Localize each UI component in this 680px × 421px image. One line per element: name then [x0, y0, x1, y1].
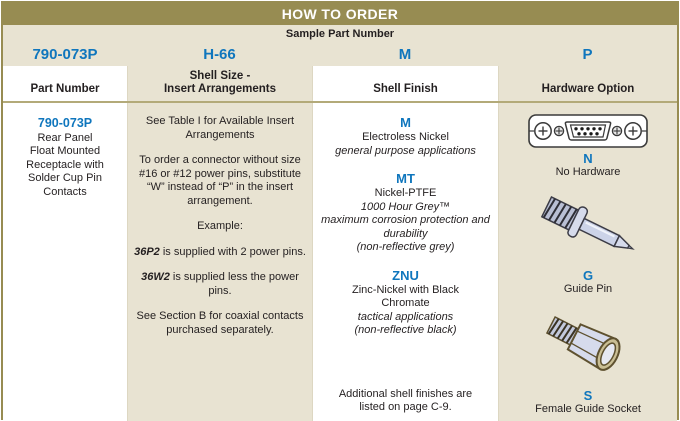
finish-znu-name: Zinc-Nickel with Black Chromate — [352, 283, 459, 310]
hardware-n-label: No Hardware — [555, 166, 621, 178]
sample-part-number-band: Sample Part Number 790-073P H-66 M P — [3, 25, 677, 66]
finish-option-mt: MT Nickel-PTFE 1000 Hour Grey™ maximum c… — [318, 171, 493, 255]
part-number-column: 790-073P Rear Panel Float Mounted Recept… — [3, 103, 127, 421]
hardware-g-code: G — [582, 267, 594, 283]
header-hardware-option: Hardware Option — [498, 66, 677, 101]
finish-m-note: general purpose applications — [335, 144, 476, 157]
example-36w2: 36W2 is supplied less the power pins. — [133, 271, 307, 298]
coaxial-contacts-note: See Section B for coaxial contacts purch… — [136, 310, 304, 336]
part-number-code: 790-073P — [37, 116, 93, 130]
example-36p2-code: 36P2 — [134, 245, 160, 258]
power-pins-note: To order a connector without size #16 or… — [138, 154, 302, 207]
header-part-number: Part Number — [3, 66, 127, 101]
hardware-s-label: Female Guide Socket — [535, 403, 641, 415]
finish-znu-code: ZNU — [392, 267, 419, 283]
example-36w2-text: is supplied less the power pins. — [169, 271, 299, 297]
example-36p2-text: is supplied with 2 power pins. — [159, 245, 306, 258]
dsub-connector-face-icon — [504, 113, 672, 149]
hardware-n-code: N — [583, 151, 593, 166]
sample-value-shell-finish: M — [398, 45, 412, 63]
finish-mt-name: Nickel-PTFE — [374, 187, 437, 199]
finish-mt-code: MT — [396, 171, 415, 186]
hardware-option-n: N No Hardware — [504, 113, 672, 180]
sample-part-number-values: 790-073P H-66 M P — [3, 42, 677, 66]
guide-pin-icon — [504, 188, 672, 266]
example-36w2-code: 36W2 — [141, 271, 170, 283]
sample-value-hardware: P — [582, 45, 593, 63]
finish-m-name: Electroless Nickel — [362, 131, 449, 143]
hardware-option-s: S Female Guide Socket — [504, 304, 672, 417]
example-36p2: 36P2 is supplied with 2 power pins. — [133, 246, 307, 260]
sample-part-number-label: Sample Part Number — [285, 28, 395, 40]
finish-option-m: M Electroless Nickel general purpose app… — [318, 115, 493, 158]
header-shell-finish: Shell Finish — [312, 66, 498, 101]
table-body: 790-073P Rear Panel Float Mounted Recept… — [3, 103, 677, 421]
additional-finishes-note: Additional shell finishes are listed on … — [338, 387, 473, 414]
finish-mt-note: 1000 Hour Grey™ maximum corrosion protec… — [321, 200, 490, 254]
sample-value-shell-size: H-66 — [203, 45, 236, 63]
shell-finish-column: M Electroless Nickel general purpose app… — [312, 103, 498, 421]
insert-arrangements-note: See Table I for Available Insert Arrange… — [145, 115, 295, 141]
hardware-g-label: Guide Pin — [563, 282, 613, 295]
hardware-option-g: G Guide Pin — [504, 188, 672, 297]
column-header-row: Part Number Shell Size - Insert Arrangem… — [3, 66, 677, 103]
sample-value-part-number: 790-073P — [32, 45, 98, 63]
finish-znu-note: tactical applications (non-reflective bl… — [354, 310, 457, 337]
finish-m-code: M — [400, 115, 411, 130]
female-guide-socket-icon — [504, 304, 672, 386]
header-shell-size: Shell Size - Insert Arrangements — [127, 66, 312, 101]
example-label: Example: — [197, 220, 243, 232]
hardware-s-code: S — [583, 388, 593, 403]
shell-size-column: See Table I for Available Insert Arrange… — [127, 103, 312, 421]
finish-option-znu: ZNU Zinc-Nickel with Black Chromate tact… — [318, 268, 493, 338]
hardware-option-column: N No Hardware — [498, 103, 677, 421]
table-title: HOW TO ORDER — [3, 3, 677, 25]
part-number-description: Rear Panel Float Mounted Receptacle with… — [26, 131, 104, 198]
